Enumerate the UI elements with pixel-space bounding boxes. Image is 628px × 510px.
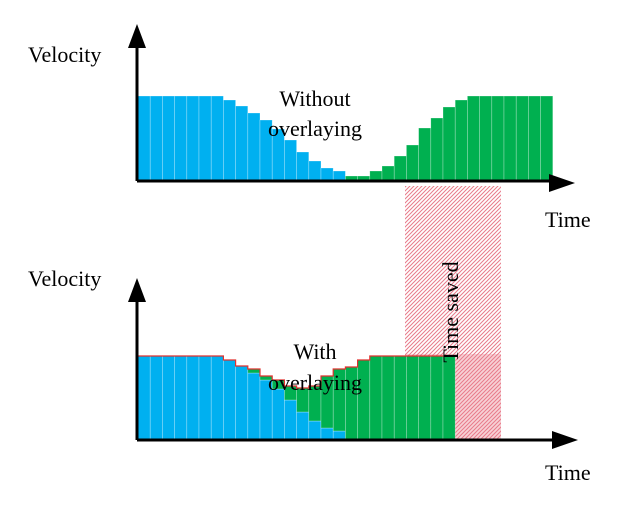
decel-bar (296, 411, 310, 441)
bottom-caption-line1: With (293, 339, 336, 364)
decel-bar (162, 95, 175, 181)
decel-bar (308, 160, 322, 181)
decel-bar (149, 95, 163, 181)
decel-bar (332, 170, 346, 181)
accel-bar (430, 117, 444, 181)
accel-bar (393, 155, 407, 181)
bottom-axes (128, 278, 578, 449)
decel-bar (247, 372, 261, 441)
decel-bar (223, 99, 236, 181)
decel-bar (320, 427, 334, 441)
bottom-x-axis-label: Time (545, 460, 591, 485)
top-x-axis-label: Time (545, 207, 591, 232)
top-caption-line1: Without (279, 86, 350, 111)
top-axes (128, 24, 575, 192)
accel-bar (442, 355, 456, 441)
accel-bar (454, 99, 468, 181)
accel-bar (418, 127, 432, 181)
accel-bar (406, 144, 419, 181)
accel-bar (393, 355, 407, 441)
decel-bar (235, 105, 249, 181)
decel-bar (320, 167, 334, 181)
decel-bar (210, 95, 224, 181)
decel-bar (174, 355, 188, 441)
accel-bar (406, 355, 419, 441)
decel-bar (137, 95, 151, 181)
accel-bar (467, 95, 480, 181)
top-x-arrowhead (549, 174, 575, 192)
bottom-velocity-bars (137, 355, 456, 441)
accel-bar (369, 170, 383, 181)
accel-bar (369, 355, 383, 441)
bottom-y-axis-label: Velocity (28, 266, 101, 291)
decel-bar (308, 420, 322, 441)
decel-bar (210, 355, 224, 441)
decel-bar (235, 365, 249, 441)
accel-bar (381, 165, 395, 181)
accel-bar (503, 95, 517, 181)
decel-bar (271, 388, 285, 441)
bottom-x-arrowhead (552, 431, 578, 449)
accel-bar (491, 95, 505, 181)
decel-bar (149, 355, 163, 441)
accel-bar (418, 355, 432, 441)
accel-bar (442, 106, 456, 181)
decel-bar (247, 112, 261, 181)
accel-bar (540, 95, 554, 181)
decel-bar (284, 139, 297, 181)
accel-bar (381, 355, 395, 441)
time-saved-label: Time saved (438, 261, 463, 362)
top-y-axis-label: Velocity (28, 42, 101, 67)
accel-bar (357, 175, 371, 181)
accel-bar (430, 355, 444, 441)
overlay-envelope-line (138, 355, 456, 389)
accel-bar (528, 95, 541, 181)
decel-bar (137, 355, 151, 441)
decel-bar (296, 151, 310, 181)
top-caption-line2: overlaying (268, 116, 362, 141)
decel-bar (162, 355, 175, 441)
top-y-arrowhead (128, 24, 146, 48)
decel-bar (198, 355, 212, 441)
decel-bar (174, 95, 188, 181)
accel-bar (345, 175, 358, 181)
decel-bar (223, 359, 236, 441)
bottom-y-arrowhead (128, 278, 146, 302)
accel-bar (515, 95, 529, 181)
decel-bar (186, 95, 200, 181)
decel-bar (284, 399, 297, 441)
accel-bar (479, 95, 493, 181)
bottom-caption-line2: overlaying (268, 370, 362, 395)
decel-bar (198, 95, 212, 181)
top-velocity-bars (137, 95, 554, 181)
decel-bar (186, 355, 200, 441)
